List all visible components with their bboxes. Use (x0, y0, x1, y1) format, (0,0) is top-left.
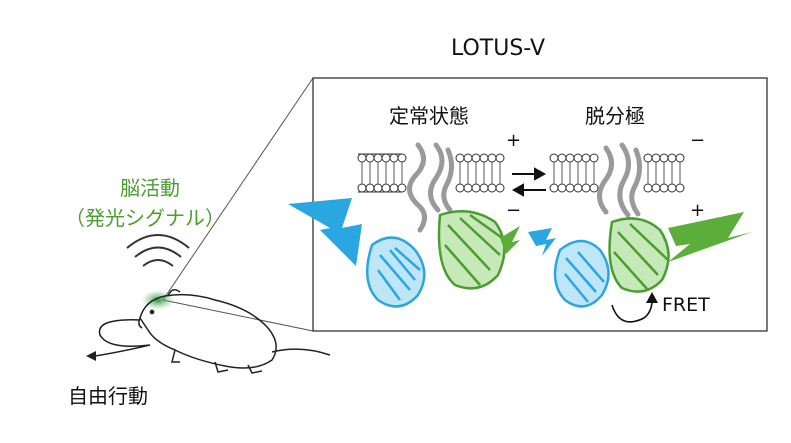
fret-arrowhead-icon (646, 292, 658, 303)
lightning-green-right-icon (668, 212, 752, 262)
sign-right-bottom: + (690, 200, 706, 221)
diagram-title: LOTUS-V (451, 36, 545, 61)
zoom-line-bottom (162, 299, 314, 332)
green-protein-left (437, 210, 506, 290)
free-behavior-label: 自由行動 (68, 384, 148, 408)
voltage-sensor-left (407, 142, 454, 233)
brain-activity-label: 脳活動 (120, 176, 180, 200)
trajectory-arrow-icon (86, 351, 96, 361)
sign-right-top: − (690, 130, 706, 151)
blue-protein-right (553, 239, 610, 308)
lightning-green-small-icon (500, 226, 520, 254)
membrane-right-b (643, 153, 685, 193)
signal-waves-icon (126, 234, 190, 267)
equilibrium-arrows-icon (511, 167, 547, 197)
mouse-icon (94, 289, 331, 374)
membrane-left-a (357, 153, 407, 193)
fret-label: FRET (662, 294, 710, 316)
brain-glow (141, 290, 175, 310)
zoom-line-top (162, 77, 314, 301)
left-state-label: 定常状態 (389, 104, 469, 128)
lightning-blue-small-icon (528, 228, 556, 256)
blue-protein-left (365, 236, 426, 308)
sign-left-bottom: − (506, 200, 522, 221)
right-state-label: 脱分極 (585, 104, 645, 128)
membrane-right-a (549, 153, 599, 193)
membrane-left-b (455, 153, 505, 193)
voltage-sensor-right (597, 142, 642, 218)
fret-arrow-icon (611, 299, 653, 323)
green-protein-right (608, 217, 670, 293)
brain-activity-sublabel: （発光シグナル） (65, 206, 225, 230)
sign-left-top: + (506, 130, 522, 151)
lightning-blue-left-icon (288, 198, 362, 266)
